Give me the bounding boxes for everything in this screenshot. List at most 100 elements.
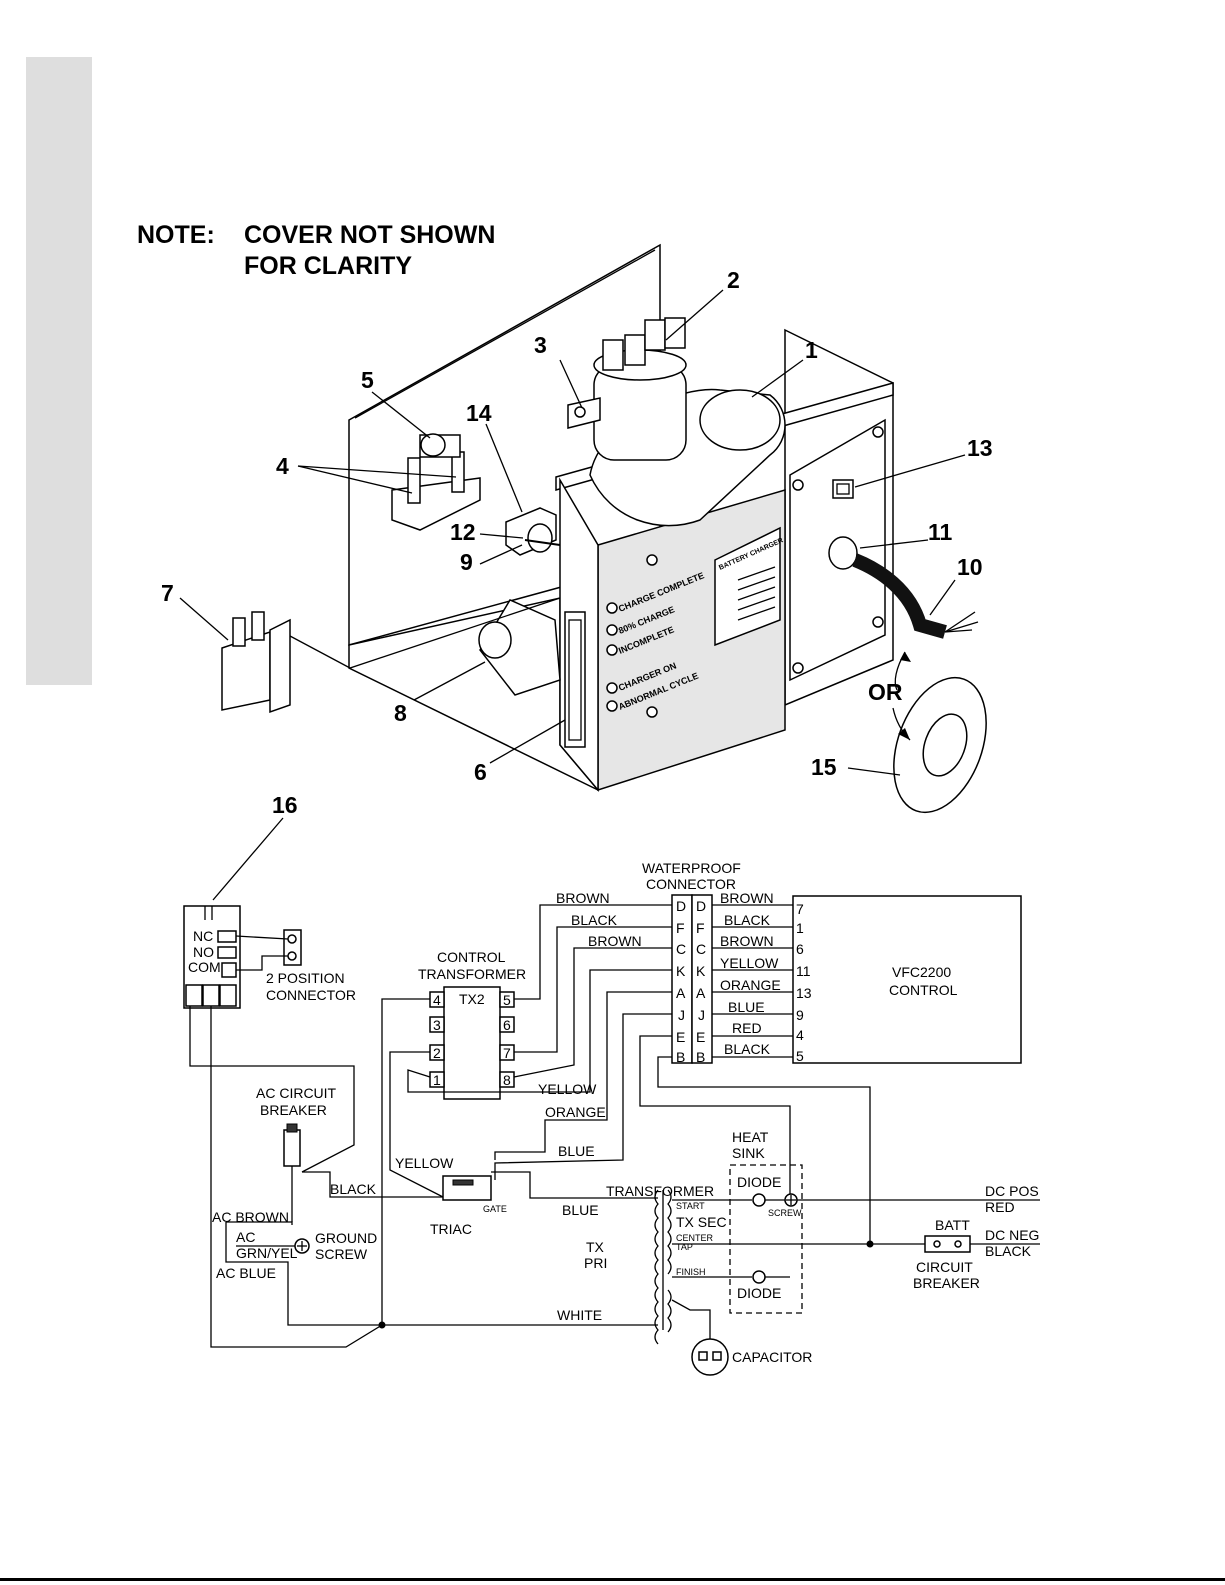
callout-11: 11: [928, 519, 953, 545]
ctrl-wire-color-2: BLACK: [724, 912, 771, 928]
relay-no: NO: [193, 944, 214, 960]
note-line-1: COVER NOT SHOWN: [244, 221, 496, 249]
circuit-breaker-label-2: BREAKER: [913, 1275, 980, 1291]
transformer-label: TRANSFORMER: [606, 1183, 714, 1199]
two-pos-connector-l2: CONNECTOR: [266, 987, 356, 1003]
tx2-pin-4: 4: [433, 992, 441, 1008]
callout-numbers: 1 2 3 4 5 6 7 8 9 10 11 12 13 14 15 16 O…: [161, 267, 993, 818]
callout-9: 9: [460, 549, 473, 575]
ctrl-pin-7: 4: [796, 1027, 804, 1043]
tx2-pin-2: 2: [433, 1045, 441, 1061]
wp-pin-e-l: E: [676, 1029, 685, 1045]
wp-pin-k-r: K: [696, 963, 706, 979]
dc-neg-label-1: DC NEG: [985, 1227, 1039, 1243]
ctrl-transformer-title-2: TRANSFORMER: [418, 966, 526, 982]
ctrl-wire-color-7: RED: [732, 1020, 762, 1036]
ac-label: AC: [236, 1229, 255, 1245]
wire-label-yellow-2: YELLOW: [395, 1155, 454, 1171]
ctrl-pin-4: 11: [796, 963, 811, 979]
diode-1-label: DIODE: [737, 1174, 781, 1190]
relay-com: COM: [188, 959, 221, 975]
wp-connector-title-1: WATERPROOF: [642, 860, 741, 876]
note-line-2: FOR CLARITY: [244, 252, 413, 280]
wire-label-black: BLACK: [571, 912, 618, 928]
tx-pri-label-2: PRI: [584, 1255, 607, 1271]
dc-pos-label-1: DC POS: [985, 1183, 1039, 1199]
wp-pin-c-r: C: [696, 941, 706, 957]
page-bottom-rule: [0, 1578, 1225, 1581]
tx-pri-label-1: TX: [586, 1239, 605, 1255]
wire-label-blue: BLUE: [558, 1143, 595, 1159]
tx2-pin-1: 1: [433, 1072, 441, 1088]
tx-start-label: START: [676, 1201, 705, 1211]
ac-breaker-label-2: BREAKER: [260, 1102, 327, 1118]
callout-13: 13: [967, 435, 993, 461]
vfc-label-2: CONTROL: [889, 982, 958, 998]
ctrl-wire-color-1: BROWN: [720, 890, 774, 906]
wire-label-brown-1: BROWN: [556, 890, 610, 906]
control-wires: BROWN BLACK BROWN YELLOW ORANGE BLUE RED…: [712, 890, 812, 1064]
ctrl-wire-color-8: BLACK: [724, 1041, 771, 1057]
tx2-pin-7: 7: [503, 1045, 511, 1061]
ctrl-wire-color-4: YELLOW: [720, 955, 779, 971]
ac-brown-label: AC BROWN: [212, 1209, 289, 1225]
diode-2-label: DIODE: [737, 1285, 781, 1301]
wp-pin-a-r: A: [696, 985, 706, 1001]
circuit-breaker-label-1: CIRCUIT: [916, 1259, 973, 1275]
wire-label-orange: ORANGE: [545, 1104, 606, 1120]
triac-gate-label: GATE: [483, 1204, 507, 1214]
dc-neg-label-2: BLACK: [985, 1243, 1032, 1259]
wire-label-blue-2: BLUE: [562, 1202, 599, 1218]
ctrl-pin-3: 6: [796, 941, 804, 957]
relay-nc: NC: [193, 928, 213, 944]
tx2-pin-5: 5: [503, 992, 511, 1008]
screw-label: SCREW: [768, 1208, 802, 1218]
wire-label-yellow: YELLOW: [538, 1081, 597, 1097]
dc-pos-label-2: RED: [985, 1199, 1015, 1215]
wp-pin-b-r: B: [696, 1049, 705, 1065]
grn-yel-label: GRN/YEL: [236, 1245, 298, 1261]
capacitor-label: CAPACITOR: [732, 1349, 812, 1365]
ctrl-pin-2: 1: [796, 920, 804, 936]
callout-5: 5: [361, 367, 374, 393]
wp-pin-f-r: F: [696, 920, 705, 936]
ac-breaker-label-1: AC CIRCUIT: [256, 1085, 337, 1101]
page-margin-bar: [26, 57, 92, 685]
batt-label: BATT: [935, 1217, 970, 1233]
wp-pin-c-l: C: [676, 941, 686, 957]
ctrl-wire-color-3: BROWN: [720, 933, 774, 949]
wire-label-brown-2: BROWN: [588, 933, 642, 949]
connector-pins: D F C K A J E B D F C K A J E B: [676, 898, 706, 1065]
wp-pin-j-l: J: [678, 1007, 685, 1023]
callout-4: 4: [276, 453, 289, 479]
wiring-schematic: NC NO COM 2 POSITION CONNECTOR TX2 CONTR…: [183, 860, 1040, 1376]
tx2-pin-3: 3: [433, 1017, 441, 1033]
heat-sink-label-1: HEAT: [732, 1129, 769, 1145]
ctrl-pin-1: 7: [796, 901, 804, 917]
callout-12: 12: [450, 519, 476, 545]
tx-sec-label: TX SEC: [676, 1214, 727, 1230]
callout-16: 16: [272, 792, 298, 818]
wp-pin-f-l: F: [676, 920, 685, 936]
tx2-pin-8: 8: [503, 1072, 511, 1088]
ctrl-wire-color-5: ORANGE: [720, 977, 781, 993]
ground-screw-label-2: SCREW: [315, 1246, 368, 1262]
callout-10: 10: [957, 554, 983, 580]
note-label: NOTE:: [137, 221, 215, 249]
ctrl-pin-5: 13: [796, 985, 812, 1001]
triac-label: TRIAC: [430, 1221, 472, 1237]
ground-screw-label-1: GROUND: [315, 1230, 377, 1246]
tx2-label: TX2: [459, 991, 485, 1007]
callout-3: 3: [534, 332, 547, 358]
wire-label-black-2: BLACK: [330, 1181, 377, 1197]
ctrl-pin-8: 5: [796, 1048, 804, 1064]
callout-14: 14: [466, 400, 492, 426]
tx-tap-label: TAP: [676, 1242, 693, 1252]
wire-label-white: WHITE: [557, 1307, 602, 1323]
ac-blue-label: AC BLUE: [216, 1265, 276, 1281]
vfc-label-1: VFC2200: [892, 964, 951, 980]
wp-pin-d-l: D: [676, 898, 686, 914]
callout-1: 1: [805, 337, 818, 363]
callout-2: 2: [727, 267, 740, 293]
